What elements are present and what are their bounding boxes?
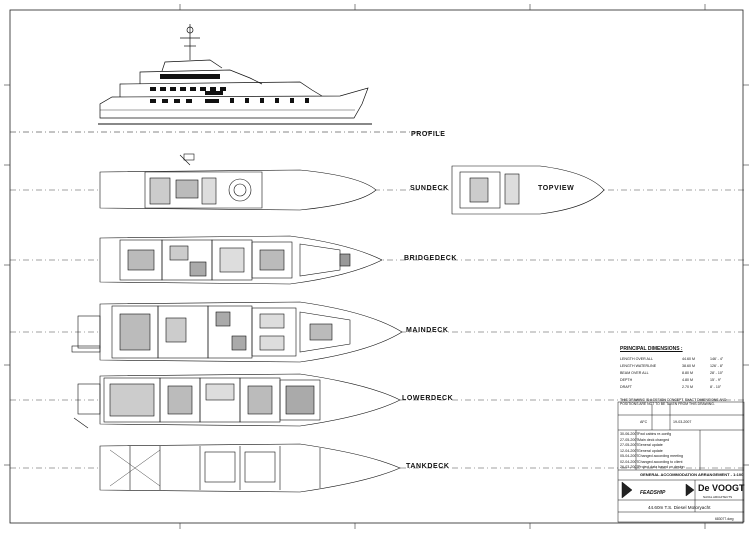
design-concept-note: THIS DRAWING IS A DESIGN CONCEPT. EXACT …	[620, 398, 727, 407]
dimension-metric: 4.80 M	[682, 378, 693, 382]
drawn-by: AFC	[640, 420, 648, 424]
revision-date: 05-04-2007	[620, 454, 639, 458]
tankdeck-label: TANKDECK	[406, 463, 450, 470]
revision-text: Changed according to client	[638, 459, 683, 464]
dimension-metric: 44.60 M	[682, 357, 695, 361]
builder-brand: FEADSHIP	[640, 490, 666, 496]
drawing-file-number: 683077.dwg	[715, 517, 734, 521]
dimension-imperial: 28' - 10"	[710, 371, 724, 375]
principal-dimensions-title: PRINCIPAL DIMENSIONS :	[620, 346, 683, 352]
dimension-metric: 38.60 M	[682, 364, 695, 368]
dimension-imperial: 15' - 9"	[710, 378, 722, 382]
title-block-frame	[617, 401, 745, 523]
sheet-border	[9, 9, 744, 524]
revision-date: 30-06-2007	[620, 432, 639, 436]
profile-view	[10, 24, 440, 133]
sundeck-plan	[10, 153, 744, 215]
revision-text: Changed according meeting	[638, 454, 683, 458]
dimension-imperial: 146' - 4"	[710, 357, 724, 361]
topview-label: TOPVIEW	[538, 185, 575, 192]
dimension-label: DEPTH	[620, 378, 633, 382]
dimension-label: DRAFT	[620, 385, 632, 389]
bridgedeck-plan	[10, 235, 744, 285]
revision-date: 27-05-2007	[620, 443, 639, 447]
revision-date: 26-03-2007	[620, 465, 639, 469]
dimension-metric: 8.80 M	[682, 371, 693, 375]
vessel-name: 44.60m T.S. Diesel Motoryacht	[648, 505, 711, 510]
dimension-imperial: 126' - 8"	[710, 364, 724, 368]
maindeck-plan	[10, 301, 744, 363]
revision-text: Fwd cabins re-config	[638, 432, 672, 436]
dimension-label: LENGTH WATERLINE	[620, 364, 657, 368]
maindeck-label: MAINDECK	[406, 327, 449, 334]
revision-date: 27-05-2007	[620, 437, 639, 442]
sundeck-label: SUNDECK	[410, 185, 449, 192]
bridgedeck-label: BRIDGEDECK	[404, 255, 458, 262]
drawing-date: 19-03-2007	[673, 420, 692, 424]
revision-text: Main deck changed	[638, 437, 670, 442]
dimension-imperial: 8' - 10"	[710, 385, 722, 389]
dimension-metric: 2.70 M	[682, 385, 693, 389]
dimension-label: LENGTH OVER ALL	[620, 357, 653, 361]
revision-date: 12-04-2007	[620, 448, 639, 453]
de-voogt-logo: De VOOGT	[698, 483, 745, 493]
revision-text: Project data based on design	[638, 465, 685, 469]
logo-subtitle: NAVAL ARCHITECTS	[703, 495, 733, 499]
lowerdeck-label: LOWERDECK	[402, 395, 454, 402]
tankdeck-plan	[10, 443, 744, 493]
lowerdeck-plan	[10, 373, 744, 429]
border-ticks	[4, 4, 749, 529]
revision-date: 02-04-2007	[620, 459, 639, 464]
revision-text: General update	[638, 443, 663, 447]
drawing-title: GENERAL ACCOMMODATION ARRANGEMENT - 1:10…	[640, 472, 744, 477]
revision-text: General update	[638, 448, 663, 453]
profile-label: PROFILE	[411, 131, 446, 138]
dimension-label: BEAM OVER ALL	[620, 371, 649, 375]
